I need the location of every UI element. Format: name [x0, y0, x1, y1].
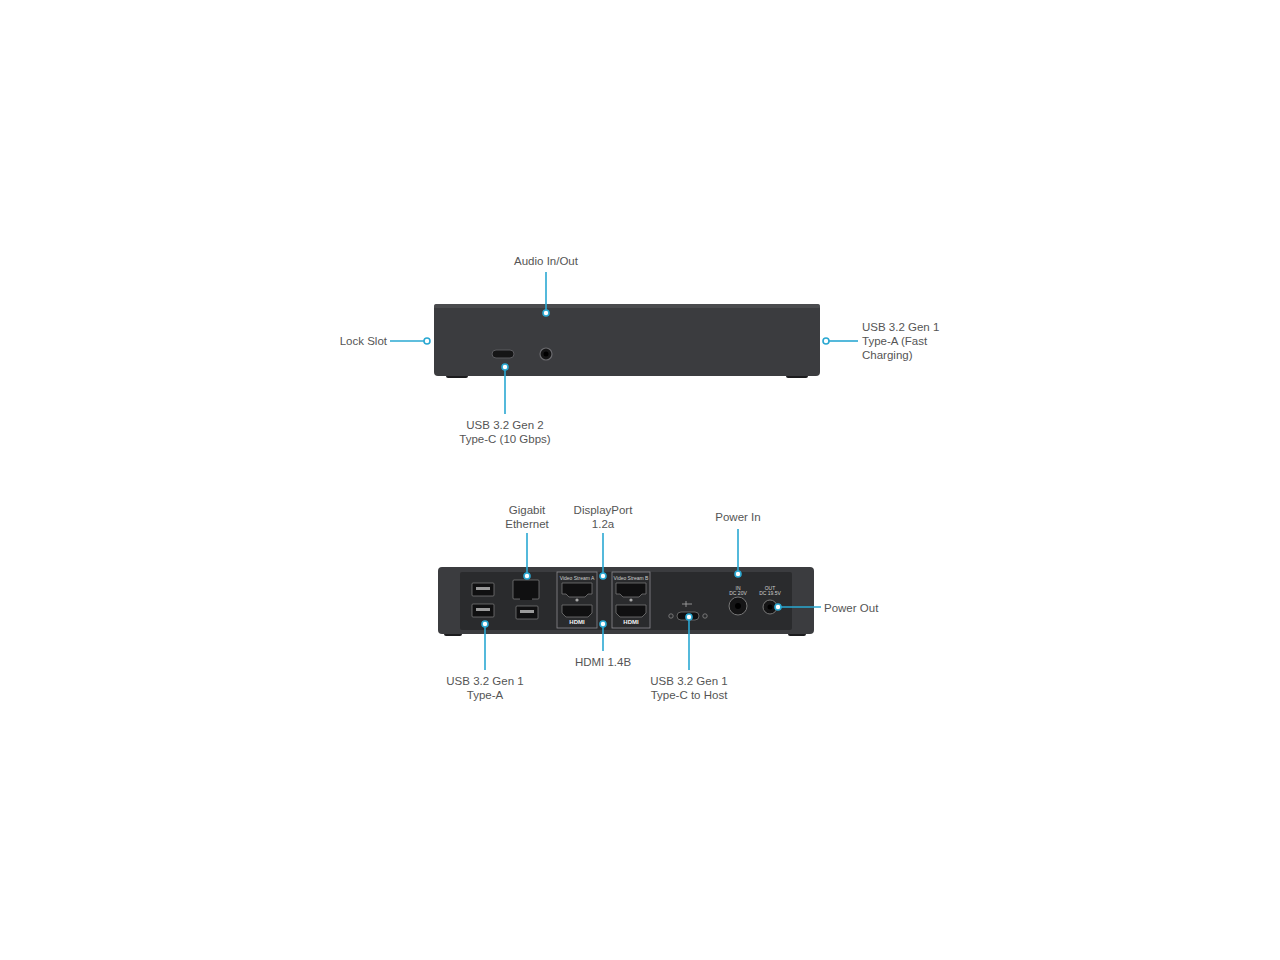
callout-label: USB 3.2 Gen 1 Type-C to Host — [643, 674, 735, 702]
device-marking: DC 19.5V — [759, 590, 781, 596]
callout-label: Gigabit Ethernet — [497, 503, 557, 531]
device-marking: HDMI — [569, 619, 584, 626]
device-marking: HDMI — [623, 619, 638, 626]
callout-label: USB 3.2 Gen 1 Type-A (Fast Charging) — [862, 320, 952, 362]
leader-lines — [390, 272, 858, 670]
device-marking: DC 20V — [729, 590, 747, 596]
callout-label: USB 3.2 Gen 2 Type-C (10 Gbps) — [452, 418, 558, 446]
device-marking: Video Stream A — [560, 575, 595, 581]
callout-label: Power In — [715, 510, 760, 524]
leader-dots — [424, 310, 829, 627]
callout-label: HDMI 1.4B — [575, 655, 631, 669]
callout-label: USB 3.2 Gen 1 Type-A — [444, 674, 526, 702]
callout-label: Audio In/Out — [514, 254, 578, 268]
callout-label: Power Out — [824, 601, 878, 615]
callout-label: Lock Slot — [340, 334, 387, 348]
callout-label: DisplayPort 1.2a — [567, 503, 639, 531]
device-marking: Video Stream B — [614, 575, 649, 581]
dock-front — [434, 304, 820, 378]
dock-rear — [438, 567, 814, 636]
